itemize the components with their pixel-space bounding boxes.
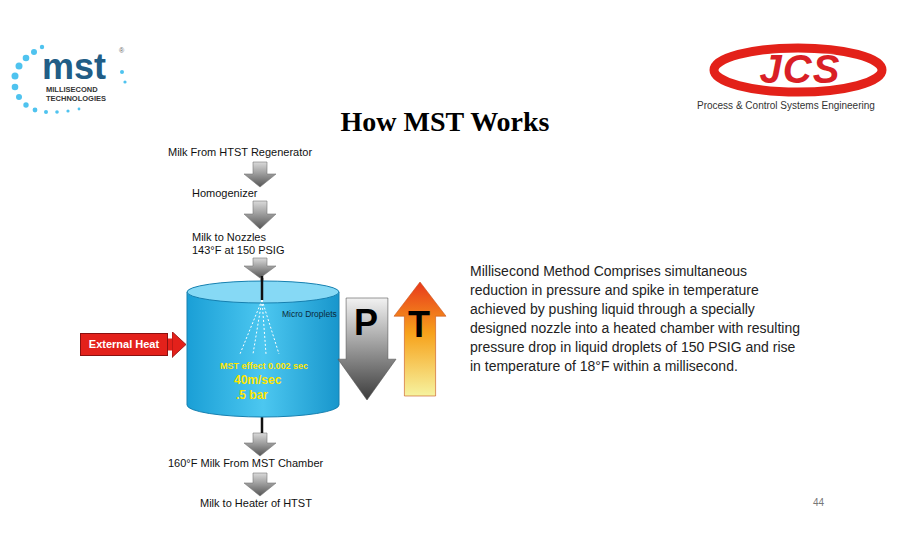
down-arrow-shape [338,298,396,400]
pressure-symbol: P [354,302,378,343]
spray-line [240,300,262,354]
mst-chamber: Micro DropletsMST effect 0.002 sec 40m/se… [186,280,340,417]
heat-source-box: External Heat [80,333,168,356]
flow-step: Milk From HTST Regenerator [168,146,312,159]
slide-title: How MST Works [340,106,549,138]
temperature-arrow: T [394,282,446,396]
page-number: 44 [813,497,824,509]
flow-step: Milk to Heater of HTST [200,497,312,510]
logo-tagline: Process & Control Systems Engineering [697,100,875,112]
nozzle-line [261,278,264,300]
pressure-arrow: P [338,298,396,400]
chamber-value: 40m/sec [234,374,281,388]
flow-step: 160°F Milk From MST Chamber [168,457,323,470]
logo-wordmark: mst [42,46,106,87]
spray-line [262,300,279,354]
logo-subtitle: TECHNOLOGIES [46,95,106,104]
chamber-value: MST effect 0.002 sec [220,361,308,371]
chamber-note: Micro Droplets [282,310,337,320]
up-arrow-shape [394,282,446,396]
logo-dots [12,45,127,114]
spray-line [253,300,262,354]
chamber-body [187,292,339,417]
registered-mark: ® [119,47,124,55]
logo-subtitle: MILLISECOND [46,86,98,95]
heat-label: External Heat [89,338,159,351]
heat-box-fill [81,334,168,356]
description-paragraph: Millisecond Method Comprises simultaneou… [470,262,805,376]
flow-step: Homogenizer [192,187,257,200]
temperature-symbol: T [408,304,430,345]
flow-step: 143°F at 150 PSIG [192,244,284,257]
flow-step: Milk to Nozzles [192,231,266,244]
logo-wordmark: JCS [760,46,841,92]
spray-line [262,300,266,354]
chamber-value: .5 bar [236,389,268,403]
